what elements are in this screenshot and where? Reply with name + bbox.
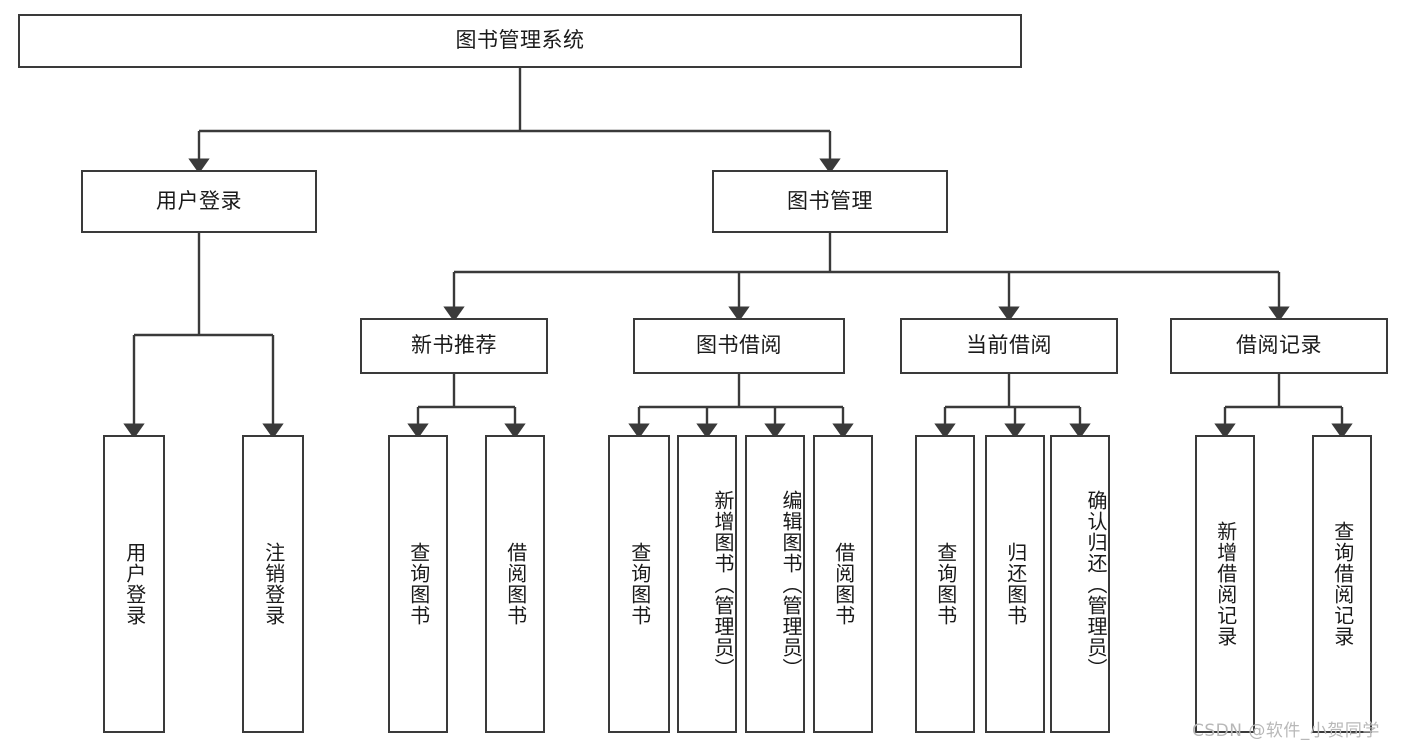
node-label: 新增借阅记录: [1213, 521, 1238, 647]
node-leaf-leaf-user-logout[interactable]: 注销登录: [242, 435, 304, 733]
node-l2-user-login[interactable]: 用户登录: [81, 170, 317, 233]
node-leaf-leaf-borrow-book-1[interactable]: 借阅图书: [485, 435, 545, 733]
node-l2-book-manage[interactable]: 图书管理: [712, 170, 948, 233]
node-label: 图书管理系统: [455, 28, 585, 53]
node-leaf-leaf-borrow-book-2[interactable]: 借阅图书: [813, 435, 873, 733]
node-label: 确认归还（管理员）: [1084, 489, 1108, 679]
node-label: 用户登录: [156, 188, 242, 213]
node-l3-new-book-rec[interactable]: 新书推荐: [360, 318, 548, 374]
node-leaf-leaf-confirm-return[interactable]: 确认归还（管理员）: [1050, 435, 1110, 733]
node-label: 注销登录: [261, 542, 286, 626]
node-l3-current-borrow[interactable]: 当前借阅: [900, 318, 1118, 374]
node-label: 归还图书: [1003, 542, 1028, 626]
node-leaf-leaf-add-record[interactable]: 新增借阅记录: [1195, 435, 1255, 733]
node-leaf-leaf-edit-book[interactable]: 编辑图书（管理员）: [745, 435, 805, 733]
node-leaf-leaf-query-book-1[interactable]: 查询图书: [388, 435, 448, 733]
csdn-watermark: CSDN @软件_小贺同学: [1192, 721, 1380, 741]
node-label: 编辑图书（管理员）: [779, 489, 803, 679]
node-root-root[interactable]: 图书管理系统: [18, 14, 1022, 68]
node-leaf-leaf-query-book-3[interactable]: 查询图书: [915, 435, 975, 733]
node-leaf-leaf-query-book-2[interactable]: 查询图书: [608, 435, 670, 733]
node-label: 图书管理: [787, 188, 873, 213]
node-leaf-leaf-user-login[interactable]: 用户登录: [103, 435, 165, 733]
node-label: 新增图书（管理员）: [711, 489, 735, 679]
node-l3-book-borrow[interactable]: 图书借阅: [633, 318, 845, 374]
node-label: 查询借阅记录: [1330, 521, 1355, 647]
node-label: 新书推荐: [411, 333, 497, 358]
node-label: 图书借阅: [696, 333, 782, 358]
node-leaf-leaf-add-book[interactable]: 新增图书（管理员）: [677, 435, 737, 733]
node-label: 用户登录: [122, 542, 147, 626]
node-label: 查询图书: [933, 542, 958, 626]
node-label: 借阅图书: [831, 542, 856, 626]
node-label: 查询图书: [627, 542, 652, 626]
node-label: 借阅记录: [1236, 333, 1322, 358]
node-label: 当前借阅: [966, 333, 1052, 358]
node-leaf-leaf-return-book[interactable]: 归还图书: [985, 435, 1045, 733]
node-leaf-leaf-query-record[interactable]: 查询借阅记录: [1312, 435, 1372, 733]
node-label: 查询图书: [406, 542, 431, 626]
node-l3-borrow-record[interactable]: 借阅记录: [1170, 318, 1388, 374]
node-label: 借阅图书: [503, 542, 528, 626]
